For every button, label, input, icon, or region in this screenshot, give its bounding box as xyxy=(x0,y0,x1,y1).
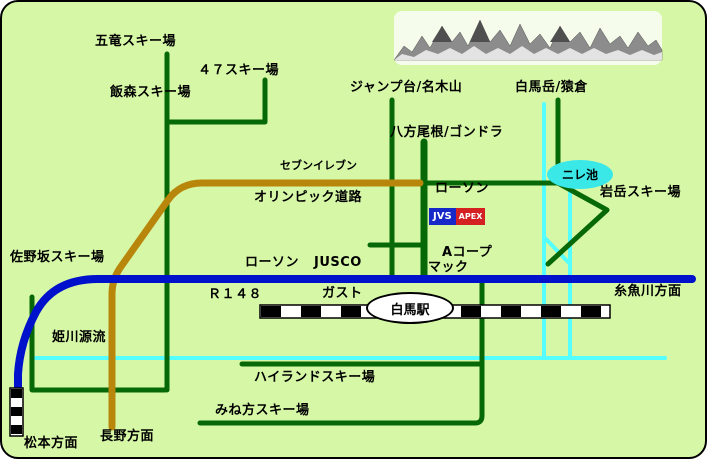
label-lawson-east: ローソン xyxy=(435,181,490,196)
jvs-logo-box: JVS xyxy=(429,208,456,225)
label-happo-gondola: 八方尾根/ゴンドラ xyxy=(390,125,504,140)
nire-pond: ニレ池 xyxy=(547,160,613,189)
road-r148-blue xyxy=(14,275,696,413)
label-sanosaka-ski-area: 佐野坂スキー場 xyxy=(10,250,105,265)
green-roads xyxy=(29,51,610,426)
label-lawson-center: ローソン xyxy=(245,255,300,270)
label-shirouma-sarukura: 白馬岳/猿倉 xyxy=(515,80,588,95)
label-itoigawa-direction: 糸魚川方面 xyxy=(614,284,682,299)
mountain-range-art xyxy=(393,11,663,65)
label-iimori-ski-area: 飯森スキー場 xyxy=(110,85,192,100)
green-road-minekata xyxy=(197,276,485,426)
label-himekawa-source: 姫川源流 xyxy=(52,330,107,345)
river-braid xyxy=(542,235,572,266)
green-road-iwatake xyxy=(545,180,610,267)
nire-pond-label: ニレ池 xyxy=(561,168,598,182)
label-olympic-road: オリンピック道路 xyxy=(254,190,363,205)
label-a-coop: Aコープ xyxy=(442,245,493,260)
jvs-apex-logo: JVS APEX xyxy=(429,208,486,225)
olympic-road xyxy=(108,179,424,431)
label-goryu-ski-area: 五竜スキー場 xyxy=(95,34,177,49)
label-highland-ski-area: ハイランドスキー場 xyxy=(254,370,376,385)
label-route-148: Ｒ１４８ xyxy=(208,287,263,302)
label-matsumoto-direction: 松本方面 xyxy=(24,436,79,451)
hakuba-station-ellipse: 白馬駅 xyxy=(366,292,454,324)
label-iwatake-ski-area: 岩岳スキー場 xyxy=(600,185,682,200)
green-road-47 xyxy=(164,77,268,125)
label-mac: マック xyxy=(428,260,469,275)
label-47-ski-area: ４７スキー場 xyxy=(198,63,280,78)
label-seven-eleven: セブンイレブン xyxy=(280,159,357,172)
rivers xyxy=(30,102,667,360)
railway-branch xyxy=(9,387,24,437)
hakuba-station-label: 白馬駅 xyxy=(390,302,430,318)
label-jump-nakiyama: ジャンプ台/名木山 xyxy=(350,80,463,95)
label-nagano-direction: 長野方面 xyxy=(100,429,155,444)
label-jusco: JUSCO xyxy=(314,255,362,270)
label-minekata-ski-area: みね方スキー場 xyxy=(215,403,310,418)
apex-logo-box: APEX xyxy=(455,208,486,225)
label-gusto: ガスト xyxy=(322,286,363,301)
